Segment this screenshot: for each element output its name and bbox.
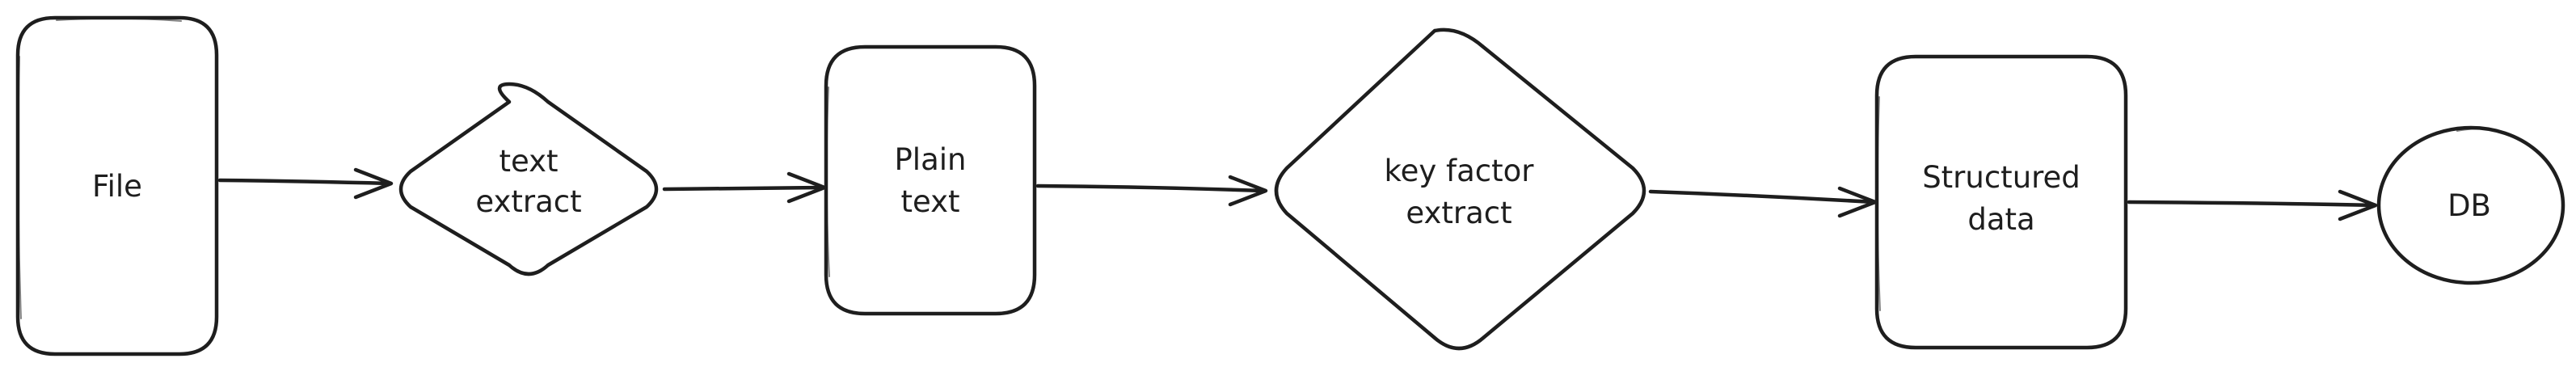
node-plain-text[interactable]: Plain text xyxy=(824,44,1037,316)
edge-text-extract-to-plain-text xyxy=(662,171,827,204)
node-structured-data-line2: data xyxy=(1967,202,2034,237)
node-structured-data[interactable]: Structured data xyxy=(1874,54,2128,350)
node-db-label: DB xyxy=(2447,188,2491,223)
edges xyxy=(217,167,2378,221)
edge-structured-data-to-db xyxy=(2127,189,2378,221)
node-file-label: File xyxy=(92,169,142,204)
edge-key-factor-extract-to-structured-data xyxy=(1648,186,1878,218)
node-key-factor-extract-line2: extract xyxy=(1406,196,1511,230)
node-text-extract-line2: extract xyxy=(475,184,581,219)
node-structured-data-line1: Structured xyxy=(1922,160,2081,195)
node-key-factor-extract-line1: key factor xyxy=(1385,154,1535,188)
node-plain-text-line1: Plain xyxy=(895,142,967,177)
node-db[interactable]: DB xyxy=(2376,125,2565,285)
edge-plain-text-to-key-factor-extract xyxy=(1035,175,1268,207)
node-key-factor-extract[interactable]: key factor extract xyxy=(1274,27,1646,351)
edge-file-to-text-extract xyxy=(217,167,394,200)
node-plain-text-line2: text xyxy=(900,184,959,219)
node-file[interactable]: File xyxy=(15,15,219,356)
node-text-extract[interactable]: text extract xyxy=(398,82,659,276)
node-text-extract-line1: text xyxy=(499,144,558,179)
